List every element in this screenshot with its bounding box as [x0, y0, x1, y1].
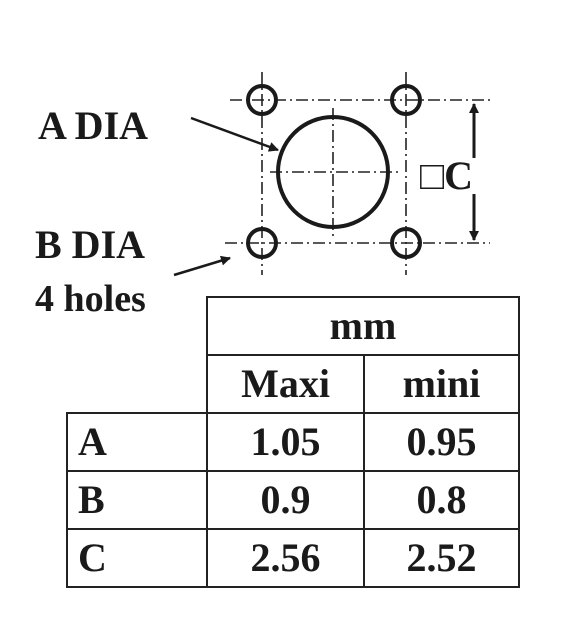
hole-pattern-drawing — [173, 72, 490, 277]
cell-mini: 0.8 — [363, 470, 520, 530]
unit-header: mm — [206, 296, 520, 356]
center-hole-a — [276, 115, 390, 229]
label-b-holes: 4 holes — [35, 278, 146, 320]
corner-holes-b — [246, 84, 422, 259]
column-header-row: Maxi mini — [67, 354, 520, 414]
cell-maxi: 1.05 — [206, 412, 365, 472]
table-row-c: C 2.56 2.52 — [66, 528, 520, 588]
cell-mini: 2.52 — [363, 528, 520, 588]
table-corner-blank — [67, 297, 207, 355]
cell-maxi: 0.9 — [206, 470, 365, 530]
leader-arrow-b — [173, 255, 231, 277]
column-header-maxi: Maxi — [206, 354, 365, 414]
cell-mini: 0.95 — [363, 412, 520, 472]
unit-row: mm — [67, 296, 520, 356]
dimension-table: mm Maxi mini A 1.05 0.95 B 0.9 0.8 C 2.5… — [66, 296, 520, 588]
label-c-square: □C — [420, 153, 474, 198]
corner-hole-top-left — [246, 84, 278, 116]
center-lines — [225, 72, 490, 275]
cell-maxi: 2.56 — [206, 528, 365, 588]
table-row-b: B 0.9 0.8 — [66, 470, 520, 530]
table-corner-blank — [67, 355, 207, 413]
label-a-dia: A DIA — [38, 103, 149, 148]
label-b-dia: B DIA — [35, 222, 146, 267]
row-label: C — [66, 528, 208, 588]
leader-arrow-a — [190, 116, 279, 152]
corner-hole-top-right — [390, 84, 422, 116]
table-row-a: A 1.05 0.95 — [66, 412, 520, 472]
corner-hole-bottom-left — [246, 227, 278, 259]
column-header-mini: mini — [363, 354, 520, 414]
corner-hole-bottom-right — [390, 227, 422, 259]
row-label: A — [66, 412, 208, 472]
row-label: B — [66, 470, 208, 530]
